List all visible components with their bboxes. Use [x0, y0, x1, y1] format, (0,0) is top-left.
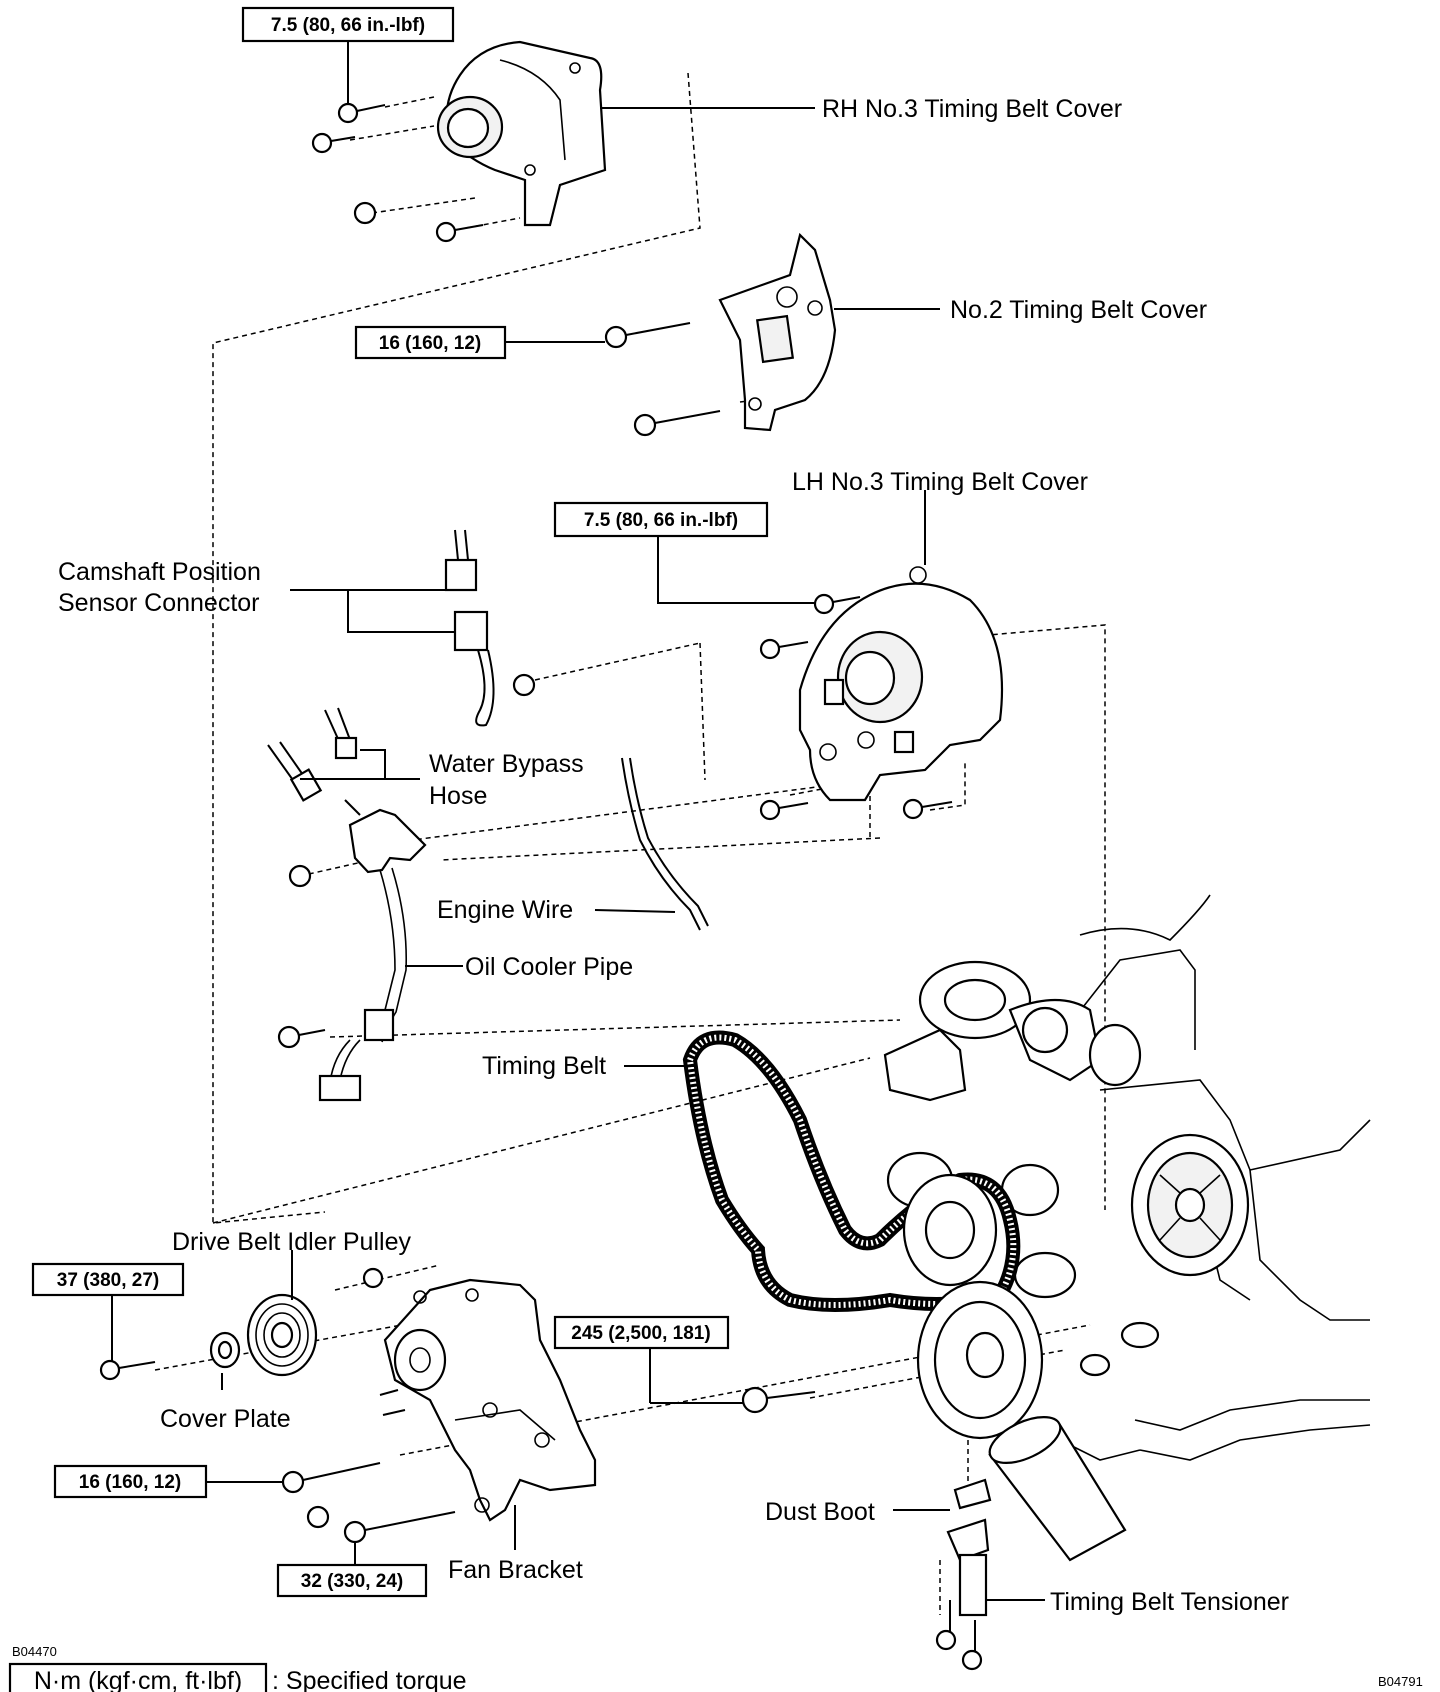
- torque-lh-cover-label: 7.5 (80, 66 in.-lbf): [584, 510, 738, 531]
- label-fan-bracket: Fan Bracket: [448, 1556, 583, 1584]
- drive-belt-idler-pulley-part: [246, 1293, 318, 1377]
- label-no2-timing-belt-cover: No.2 Timing Belt Cover: [950, 296, 1207, 324]
- camshaft-pulley-right-part: [1130, 1133, 1250, 1277]
- fan-bracket-bolts: [281, 1386, 816, 1544]
- torque-fan-bracket-bolt: 16 (160, 12): [53, 1464, 208, 1499]
- label-oil-cooler-pipe: Oil Cooler Pipe: [465, 953, 633, 981]
- label-drive-belt-idler-pulley: Drive Belt Idler Pulley: [172, 1228, 411, 1256]
- label-timing-belt-tensioner: Timing Belt Tensioner: [1050, 1588, 1289, 1616]
- camshaft-position-sensor-connector-part: [444, 529, 536, 727]
- torque-no2-cover-label: 16 (160, 12): [379, 333, 481, 354]
- engine-block-part: [883, 894, 1371, 1461]
- rh-no3-timing-belt-cover-part: [436, 40, 607, 227]
- lh-cover-bolts: [759, 593, 953, 821]
- label-rh-no3-timing-belt-cover: RH No.3 Timing Belt Cover: [822, 95, 1122, 123]
- label-dust-boot: Dust Boot: [765, 1498, 875, 1526]
- label-timing-belt: Timing Belt: [482, 1052, 606, 1080]
- label-water-bypass-line2: Hose: [429, 782, 487, 810]
- torque-idler-bolt: 37 (380, 27): [31, 1262, 185, 1297]
- torque-no2-cover: 16 (160, 12): [354, 325, 507, 360]
- torque-rh-cover-label: 7.5 (80, 66 in.-lbf): [271, 15, 425, 36]
- label-lh-no3-timing-belt-cover: LH No.3 Timing Belt Cover: [792, 468, 1088, 496]
- label-engine-wire: Engine Wire: [437, 896, 573, 924]
- label-water-bypass-line1: Water Bypass: [429, 750, 584, 778]
- torque-crank-bolt: 245 (2,500, 181): [553, 1315, 730, 1350]
- fan-bracket-part: [362, 1267, 597, 1522]
- torque-legend: N·m (kgf·cm, ft·lbf) : Specified torque: [8, 1662, 467, 1692]
- figure-code-right: B04791: [1378, 1674, 1423, 1689]
- water-bypass-hose-part: [267, 707, 358, 802]
- torque-fan-bracket-nut: 32 (330, 24): [276, 1563, 428, 1598]
- timing-belt-tensioner-part: [935, 1416, 1127, 1671]
- legend-unit-label: N·m (kgf·cm, ft·lbf): [34, 1667, 242, 1692]
- torque-lh-cover: 7.5 (80, 66 in.-lbf): [553, 501, 769, 538]
- torque-rh-cover: 7.5 (80, 66 in.-lbf): [241, 6, 455, 43]
- no2-cover-bolts: [604, 322, 721, 437]
- rh-cover-bolts: [311, 102, 484, 243]
- oil-cooler-pipe-part: [277, 799, 427, 1102]
- torque-fan-bracket-nut-label: 32 (330, 24): [301, 1571, 403, 1592]
- legend-description: : Specified torque: [272, 1667, 467, 1692]
- label-camshaft-position-line2: Sensor Connector: [58, 589, 260, 617]
- torque-fan-bracket-bolt-label: 16 (160, 12): [79, 1472, 181, 1493]
- figure-code-left: B04470: [12, 1644, 57, 1659]
- no2-timing-belt-cover-part: [718, 232, 837, 432]
- leader-lines: [111, 34, 1045, 1601]
- crankshaft-pulley-part: [916, 1280, 1160, 1440]
- torque-crank-bolt-label: 245 (2,500, 181): [571, 1323, 710, 1344]
- engine-wire-part: [621, 757, 709, 931]
- torque-idler-bolt-label: 37 (380, 27): [57, 1270, 159, 1291]
- label-cover-plate: Cover Plate: [160, 1405, 291, 1433]
- timing-belt-part: [682, 1030, 1021, 1312]
- idler-bolt-part: [99, 1359, 156, 1381]
- cover-plate-part: [209, 1331, 241, 1369]
- lh-no3-timing-belt-cover-part: [798, 566, 1004, 802]
- label-camshaft-position-line1: Camshaft Position: [58, 558, 261, 586]
